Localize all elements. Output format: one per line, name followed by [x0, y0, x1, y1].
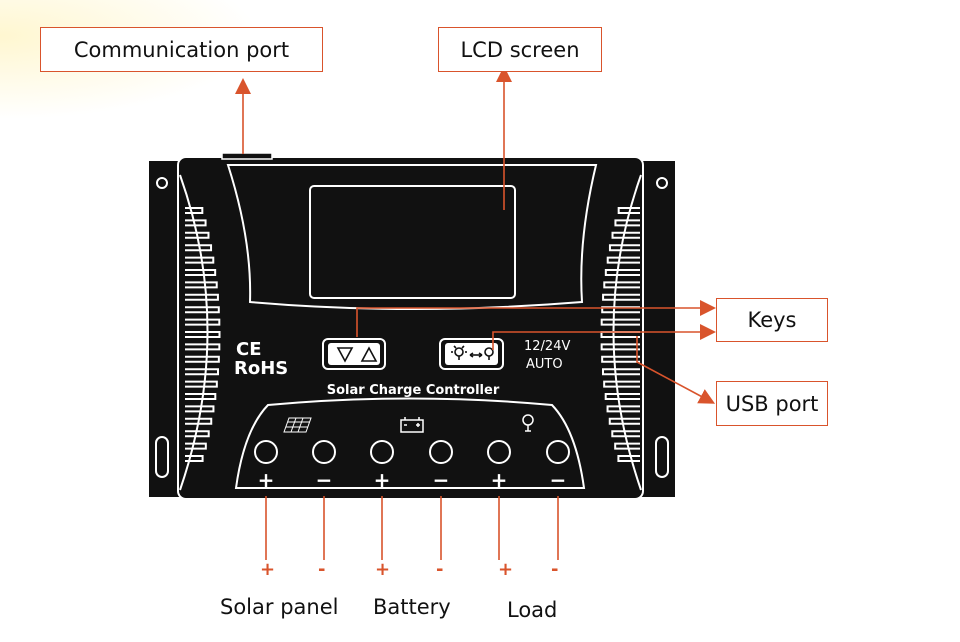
polarity-mark: +	[498, 559, 514, 580]
callout-usb-port: USB port	[716, 381, 828, 426]
vent-slot	[185, 244, 213, 252]
terminal-sign: +	[374, 468, 391, 492]
vent-slot	[185, 293, 219, 301]
vent-slot	[185, 207, 204, 214]
callout-lcd-screen: LCD screen	[438, 27, 602, 72]
vent-slot	[602, 293, 640, 301]
vent-slot	[606, 256, 640, 264]
vent-slot	[603, 380, 640, 388]
leader-lines	[235, 66, 716, 404]
vent-slot	[608, 244, 640, 252]
vent-slot	[185, 442, 207, 450]
terminal-leaders	[265, 496, 559, 560]
vent-slot	[614, 219, 640, 227]
callout-keys: Keys	[716, 298, 828, 342]
vent-slot	[611, 231, 640, 239]
terminal-screw	[370, 440, 394, 464]
ce-mark: CE	[236, 339, 262, 360]
vent-slot	[185, 219, 207, 227]
light-switch-icon	[451, 345, 494, 360]
label-battery: Battery	[373, 595, 451, 619]
terminal-sign: −	[550, 468, 567, 492]
down-triangle-icon	[336, 347, 354, 363]
vent-slot	[185, 318, 221, 326]
vent-slot	[601, 355, 640, 363]
vent-slot	[185, 343, 221, 351]
vent-slot	[185, 256, 215, 264]
terminal-sign: +	[258, 468, 275, 492]
vent-slot	[185, 281, 218, 289]
mode-label: AUTO	[526, 357, 563, 372]
vent-slot	[604, 269, 640, 276]
vent-slot	[185, 368, 220, 376]
vent-slot	[608, 417, 640, 425]
right-mounting-ear	[639, 159, 677, 499]
light-key[interactable]	[439, 338, 504, 370]
label-load: Load	[507, 598, 558, 622]
polarity-mark: -	[551, 559, 559, 580]
vent-slot	[185, 405, 215, 413]
communication-port	[221, 152, 273, 160]
terminal-screw	[487, 440, 511, 464]
right-vents	[600, 207, 640, 462]
vent-slot	[604, 393, 640, 400]
polarity-mark: +	[375, 559, 391, 580]
lcd-screen	[309, 185, 516, 299]
vent-slot	[614, 442, 640, 450]
vent-slot	[185, 455, 204, 462]
vent-slot	[601, 368, 640, 376]
battery-icon	[400, 417, 424, 433]
rohs-mark: RoHS	[234, 358, 288, 379]
vent-slot	[617, 455, 640, 462]
label-solar-panel: Solar panel	[220, 595, 339, 619]
vent-slot	[185, 417, 213, 425]
vent-slot	[611, 430, 640, 438]
polarity-mark: -	[436, 559, 444, 580]
vent-slot	[185, 306, 220, 314]
terminal-sign: −	[433, 468, 450, 492]
vent-slot	[617, 207, 640, 214]
voltage-label: 12/24V	[524, 339, 570, 354]
polarity-mark: -	[318, 559, 326, 580]
vent-slot	[606, 405, 640, 413]
terminal-screw	[546, 440, 570, 464]
arrow-keys[interactable]	[322, 338, 386, 370]
polarity-mark: +	[260, 559, 276, 580]
vent-slot	[185, 380, 218, 388]
up-triangle-icon	[360, 346, 378, 362]
terminal-panel	[234, 397, 586, 489]
terminal-screw	[254, 440, 278, 464]
callout-communication-port: Communication port	[40, 27, 323, 72]
vent-slot	[185, 430, 210, 438]
vent-slot	[185, 331, 221, 338]
left-vents	[185, 207, 221, 462]
vent-slot	[603, 281, 640, 289]
terminal-screw	[429, 440, 453, 464]
solar-panel-icon	[283, 417, 312, 433]
terminal-block: + − + − + −	[254, 440, 570, 492]
vent-slot	[185, 355, 220, 363]
device-title: Solar Charge Controller	[327, 383, 500, 398]
terminal-sign: −	[316, 468, 333, 492]
bulb-icon	[522, 414, 534, 432]
vent-slot	[185, 231, 210, 239]
vent-slot	[185, 393, 217, 400]
terminal-sign: +	[491, 468, 508, 492]
vent-slot	[600, 343, 640, 351]
terminal-screw	[312, 440, 336, 464]
vent-slot	[185, 269, 217, 276]
vent-slot	[600, 318, 640, 326]
